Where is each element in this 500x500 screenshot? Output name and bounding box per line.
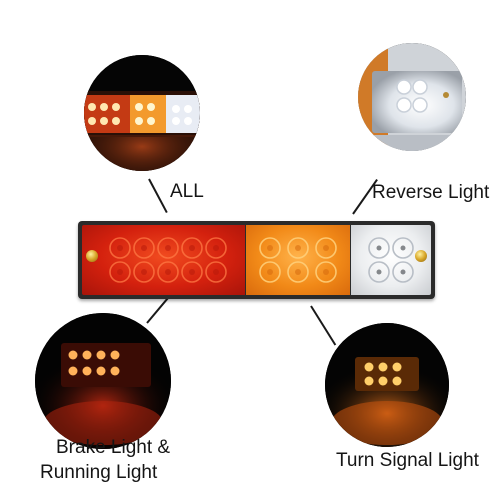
left-screw-icon	[86, 250, 98, 262]
tail-light-bar	[78, 221, 435, 299]
all-lights-photo	[84, 55, 200, 171]
red-lens	[82, 225, 245, 295]
turn-signal-light-photo	[325, 323, 449, 447]
label-turn-signal-light: Turn Signal Light	[336, 450, 479, 471]
brake-pointer-line	[146, 295, 171, 324]
turn-pointer-line	[310, 305, 337, 346]
amber-lens	[246, 225, 350, 295]
label-brake-light: Brake Light &	[56, 437, 171, 458]
right-screw-icon	[415, 250, 427, 262]
label-reverse-light: Reverse Light	[372, 182, 490, 203]
brake-running-light-photo	[35, 313, 171, 449]
reverse-light-photo	[358, 43, 466, 151]
label-running-light: Running Light	[40, 462, 158, 483]
all-pointer-line	[148, 178, 168, 214]
label-all: ALL	[170, 181, 204, 202]
